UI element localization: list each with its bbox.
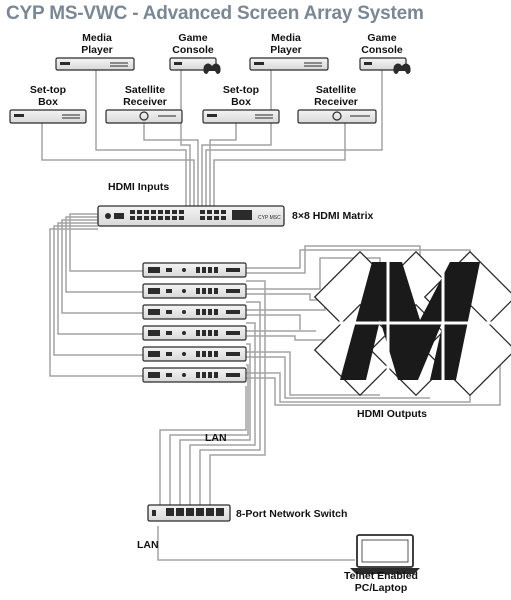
matrix-button (151, 216, 156, 220)
label-line: Receiver (314, 96, 358, 108)
wall-artwork (340, 262, 480, 380)
matrix-button (179, 210, 184, 214)
satellite-receiver-1-label: Satellite Receiver (118, 84, 172, 108)
matrix-button (172, 216, 177, 220)
matrix-button (137, 216, 142, 220)
matrix-button (214, 216, 219, 220)
lan-bottom-label: LAN (137, 539, 159, 551)
matrix-button (165, 210, 170, 214)
settop-box-2 (202, 109, 280, 124)
label-line: Media (82, 32, 112, 44)
label-line: Telnet Enabled (344, 570, 418, 582)
hdmi-matrix: CYP MSC (97, 205, 285, 227)
hdmi-inputs-label: HDMI Inputs (108, 181, 170, 193)
matrix-button (200, 216, 205, 220)
matrix-label: 8×8 HDMI Matrix (292, 210, 374, 222)
label-line: PC/Laptop (354, 582, 408, 594)
satellite-receiver-1 (105, 109, 183, 124)
lan-top-label: LAN (205, 432, 227, 444)
game-console-2 (359, 57, 411, 74)
matrix-button (137, 210, 142, 214)
switch-port (166, 508, 174, 516)
controller-unit (142, 346, 247, 362)
switch-port (196, 508, 204, 516)
page-title: CYP MS-VWC - Advanced Screen Array Syste… (6, 3, 424, 24)
switch-port (176, 508, 184, 516)
network-switch (147, 504, 231, 522)
matrix-brand-text: CYP MSC (258, 215, 281, 221)
label-line: Receiver (123, 96, 167, 108)
matrix-button (130, 210, 135, 214)
video-wall-displays (313, 250, 511, 397)
switch-port (206, 508, 214, 516)
controller-unit (142, 283, 247, 299)
label-line: Box (231, 96, 251, 108)
label-line: Player (81, 44, 113, 56)
matrix-button (179, 216, 184, 220)
matrix-button (144, 216, 149, 220)
label-line: Satellite (124, 84, 166, 96)
matrix-button (207, 210, 212, 214)
matrix-button (144, 210, 149, 214)
label-line: Player (270, 44, 302, 56)
game-console-1 (169, 57, 221, 74)
switch-port (216, 508, 224, 516)
hdmi-input-cables (41, 70, 383, 206)
settop-box-1-label: Set-top Box (23, 84, 73, 108)
label-line: Box (38, 96, 58, 108)
matrix-button (214, 210, 219, 214)
pc-label: Telnet Enabled PC/Laptop (336, 570, 426, 594)
satellite-receiver-2 (297, 109, 377, 124)
media-player-2-label: Media Player (264, 32, 308, 56)
hdmi-matrix-to-controller-cables (49, 213, 143, 377)
settop-box-1 (9, 109, 87, 124)
lan-cables (157, 280, 355, 561)
settop-box-2-label: Set-top Box (216, 84, 266, 108)
matrix-button (165, 216, 170, 220)
controller-unit (142, 367, 247, 383)
game-console-2-label: Game Console (357, 32, 407, 56)
matrix-button (172, 210, 177, 214)
label-line: Set-top (29, 84, 67, 96)
controller-unit (142, 304, 247, 320)
label-line: Media (271, 32, 301, 44)
media-player-2 (249, 57, 329, 71)
label-line: Satellite (315, 84, 357, 96)
matrix-button (151, 210, 156, 214)
game-console-1-label: Game Console (168, 32, 218, 56)
matrix-button (200, 210, 205, 214)
label-line: Console (172, 44, 214, 56)
matrix-button (158, 216, 163, 220)
switch-label: 8-Port Network Switch (236, 508, 348, 520)
matrix-button (130, 216, 135, 220)
label-line: Set-top (222, 84, 260, 96)
matrix-button (221, 210, 226, 214)
label-line: Game (367, 32, 397, 44)
matrix-display (232, 210, 252, 220)
matrix-button (207, 216, 212, 220)
controller-unit (142, 325, 247, 341)
media-player-1-label: Media Player (75, 32, 119, 56)
matrix-button (221, 216, 226, 220)
video-wall-controllers (142, 262, 247, 383)
matrix-button (158, 210, 163, 214)
switch-port (186, 508, 194, 516)
media-player-1 (55, 57, 135, 71)
controller-unit (142, 262, 247, 278)
satellite-receiver-2-label: Satellite Receiver (308, 84, 364, 108)
hdmi-outputs-label: HDMI Outputs (357, 408, 427, 420)
label-line: Console (361, 44, 403, 56)
laptop (350, 534, 420, 574)
label-line: Game (178, 32, 208, 44)
